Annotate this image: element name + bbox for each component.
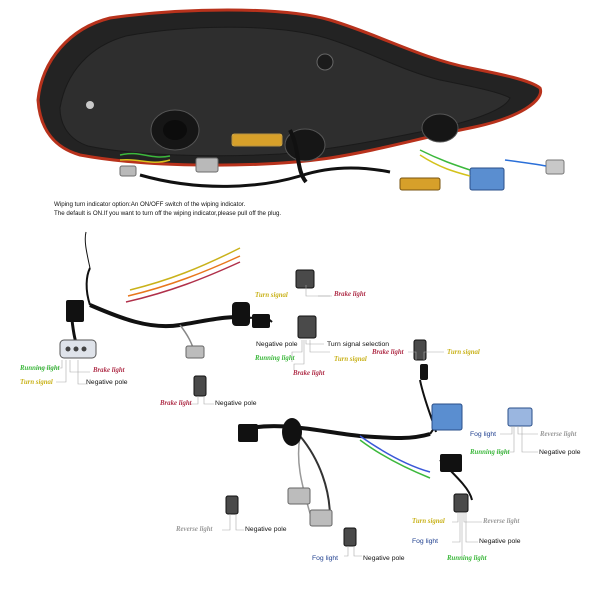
label-turn-signal: Turn signal	[447, 349, 480, 356]
label-negative-pole: Negative pole	[256, 341, 298, 348]
taillight-photo	[36, 8, 565, 191]
label-reverse-light: Reverse light	[483, 518, 520, 525]
label-running-light: Running light	[447, 555, 487, 562]
label-reverse-light: Reverse light	[540, 431, 577, 438]
label-negative-pole: Negative pole	[245, 526, 287, 533]
label-running-light: Running light	[255, 355, 295, 362]
label-running-light: Running light	[20, 365, 60, 372]
label-fog-light: Fog light	[470, 431, 497, 438]
label-turn-signal: Turn signal	[255, 292, 288, 299]
label-negative-pole: Negative pole	[86, 379, 128, 386]
wiring-harness	[59, 231, 317, 397]
label-negative-pole: Negative pole	[479, 538, 521, 545]
label-fog-light: Fog light	[412, 538, 439, 545]
wiping-note-line1: Wiping turn indicator option:An ON/OFF s…	[54, 201, 246, 208]
label-brake-light: Brake light	[293, 370, 325, 377]
label-turn-signal-selection: Turn signal selection	[327, 341, 390, 348]
label-brake-light: Brake light	[334, 291, 366, 298]
label-turn-signal: Turn signal	[20, 379, 53, 386]
label-negative-pole: Negative pole	[215, 400, 257, 407]
label-reverse-light: Reverse light	[176, 526, 213, 533]
label-brake-light: Brake light	[93, 367, 125, 374]
label-turn-signal: Turn signal	[412, 518, 445, 525]
wiring-harness	[225, 339, 533, 547]
label-fog-light: Fog light	[312, 555, 339, 562]
label-negative-pole: Negative pole	[539, 449, 581, 456]
leader-lines	[36, 285, 538, 560]
label-turn-signal: Turn signal	[334, 356, 367, 363]
label-brake-light: Brake light	[160, 400, 192, 407]
label-brake-light: Brake light	[372, 349, 404, 356]
wiping-note-line2: The default is ON.If you want to turn of…	[54, 210, 282, 217]
label-negative-pole: Negative pole	[363, 555, 405, 562]
label-running-light: Running light	[470, 449, 510, 456]
